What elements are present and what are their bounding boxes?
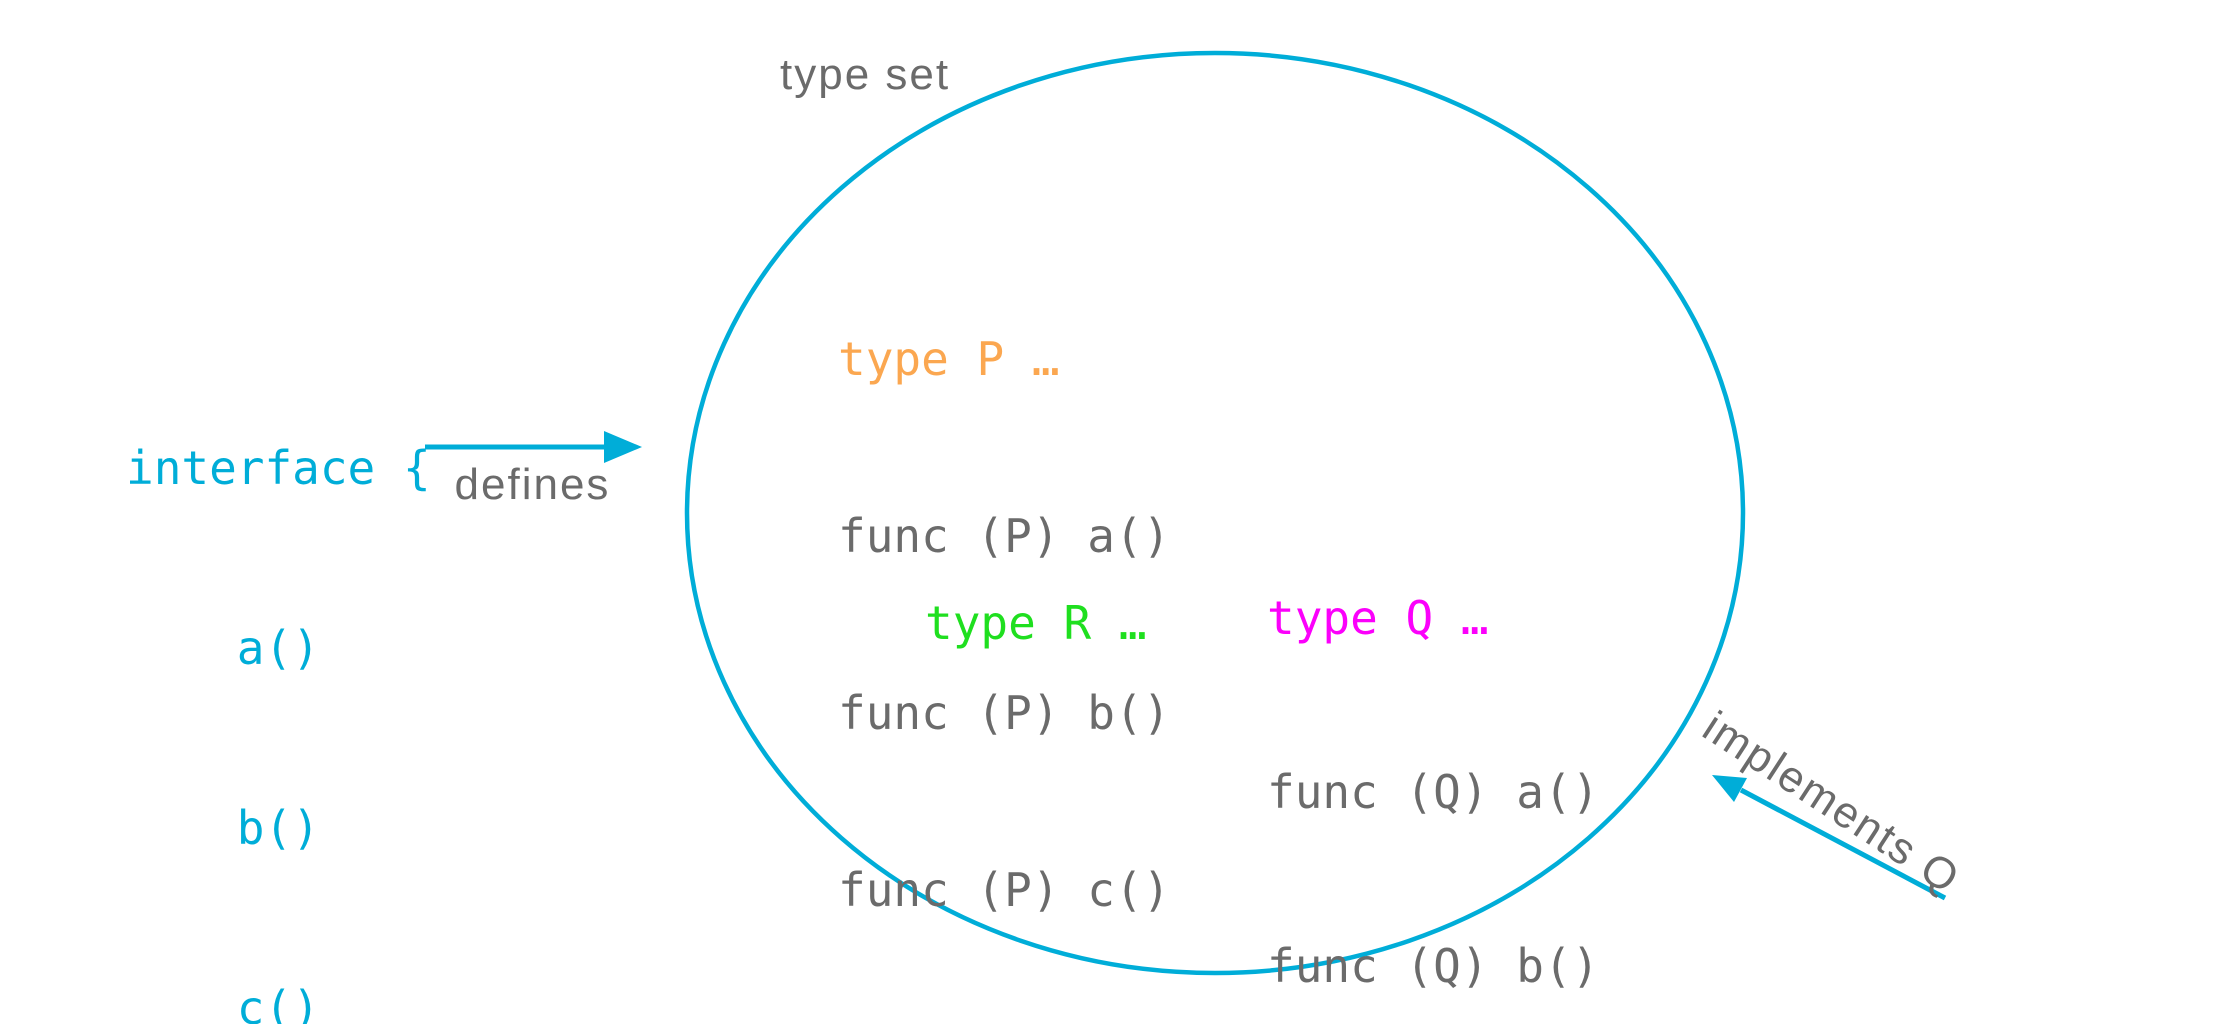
type-set-label: type set (780, 50, 951, 99)
interface-code-block: interface { a() b() c() } (126, 318, 431, 1024)
type-set-ellipse (684, 50, 1746, 976)
implements-arrow (1712, 775, 1947, 901)
defines-label: defines (454, 460, 611, 509)
defines-arrow (425, 431, 642, 463)
code-line: func (P) a() (838, 509, 1171, 563)
code-line: func (P) c() (838, 863, 1171, 917)
code-line: a() (126, 621, 320, 675)
code-line: b() (126, 801, 320, 855)
type-q-block: type Q … func (Q) a() func (Q) b() func … (1267, 473, 1599, 1024)
code-line: func (Q) a() (1267, 765, 1600, 819)
type-p-block: type P … func (P) a() func (P) b() func … (838, 212, 1170, 1024)
code-line: func (Q) b() (1267, 939, 1600, 993)
type-r-title: type R … (925, 596, 1147, 650)
type-q-title: type Q … (1267, 591, 1489, 645)
type-p-title: type P … (838, 332, 1060, 386)
code-line: c() (126, 981, 320, 1024)
code-line: interface { (126, 441, 431, 495)
code-line: func (P) b() (838, 686, 1171, 740)
